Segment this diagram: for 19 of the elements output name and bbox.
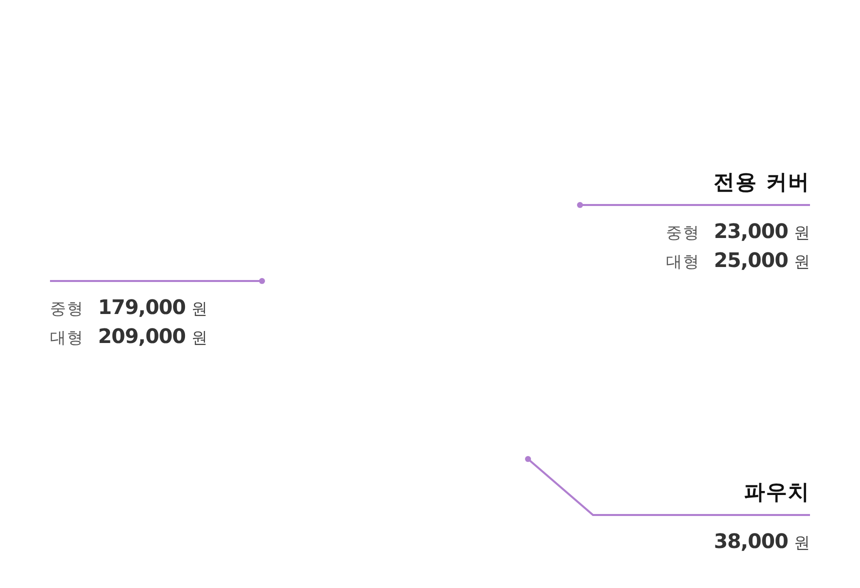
price-value: 38,000	[714, 529, 788, 553]
currency-unit: 원	[192, 328, 208, 349]
currency-unit: 원	[794, 252, 810, 273]
currency-unit: 원	[794, 223, 810, 244]
currency-unit: 원	[192, 299, 208, 320]
callout-heading: 파우치	[744, 479, 810, 506]
size-label: 대형	[50, 328, 84, 349]
price-value: 209,000	[98, 324, 186, 348]
price-value: 25,000	[714, 248, 788, 272]
leader-line	[577, 202, 810, 208]
price-value: 23,000	[714, 219, 788, 243]
price-value: 179,000	[98, 295, 186, 319]
leader-line	[525, 456, 810, 516]
leader-line	[50, 278, 265, 284]
size-label: 대형	[666, 252, 700, 273]
callout-heading: 전용 커버	[714, 169, 810, 196]
size-label: 중형	[50, 299, 84, 320]
currency-unit: 원	[794, 533, 810, 554]
size-label: 중형	[666, 223, 700, 244]
